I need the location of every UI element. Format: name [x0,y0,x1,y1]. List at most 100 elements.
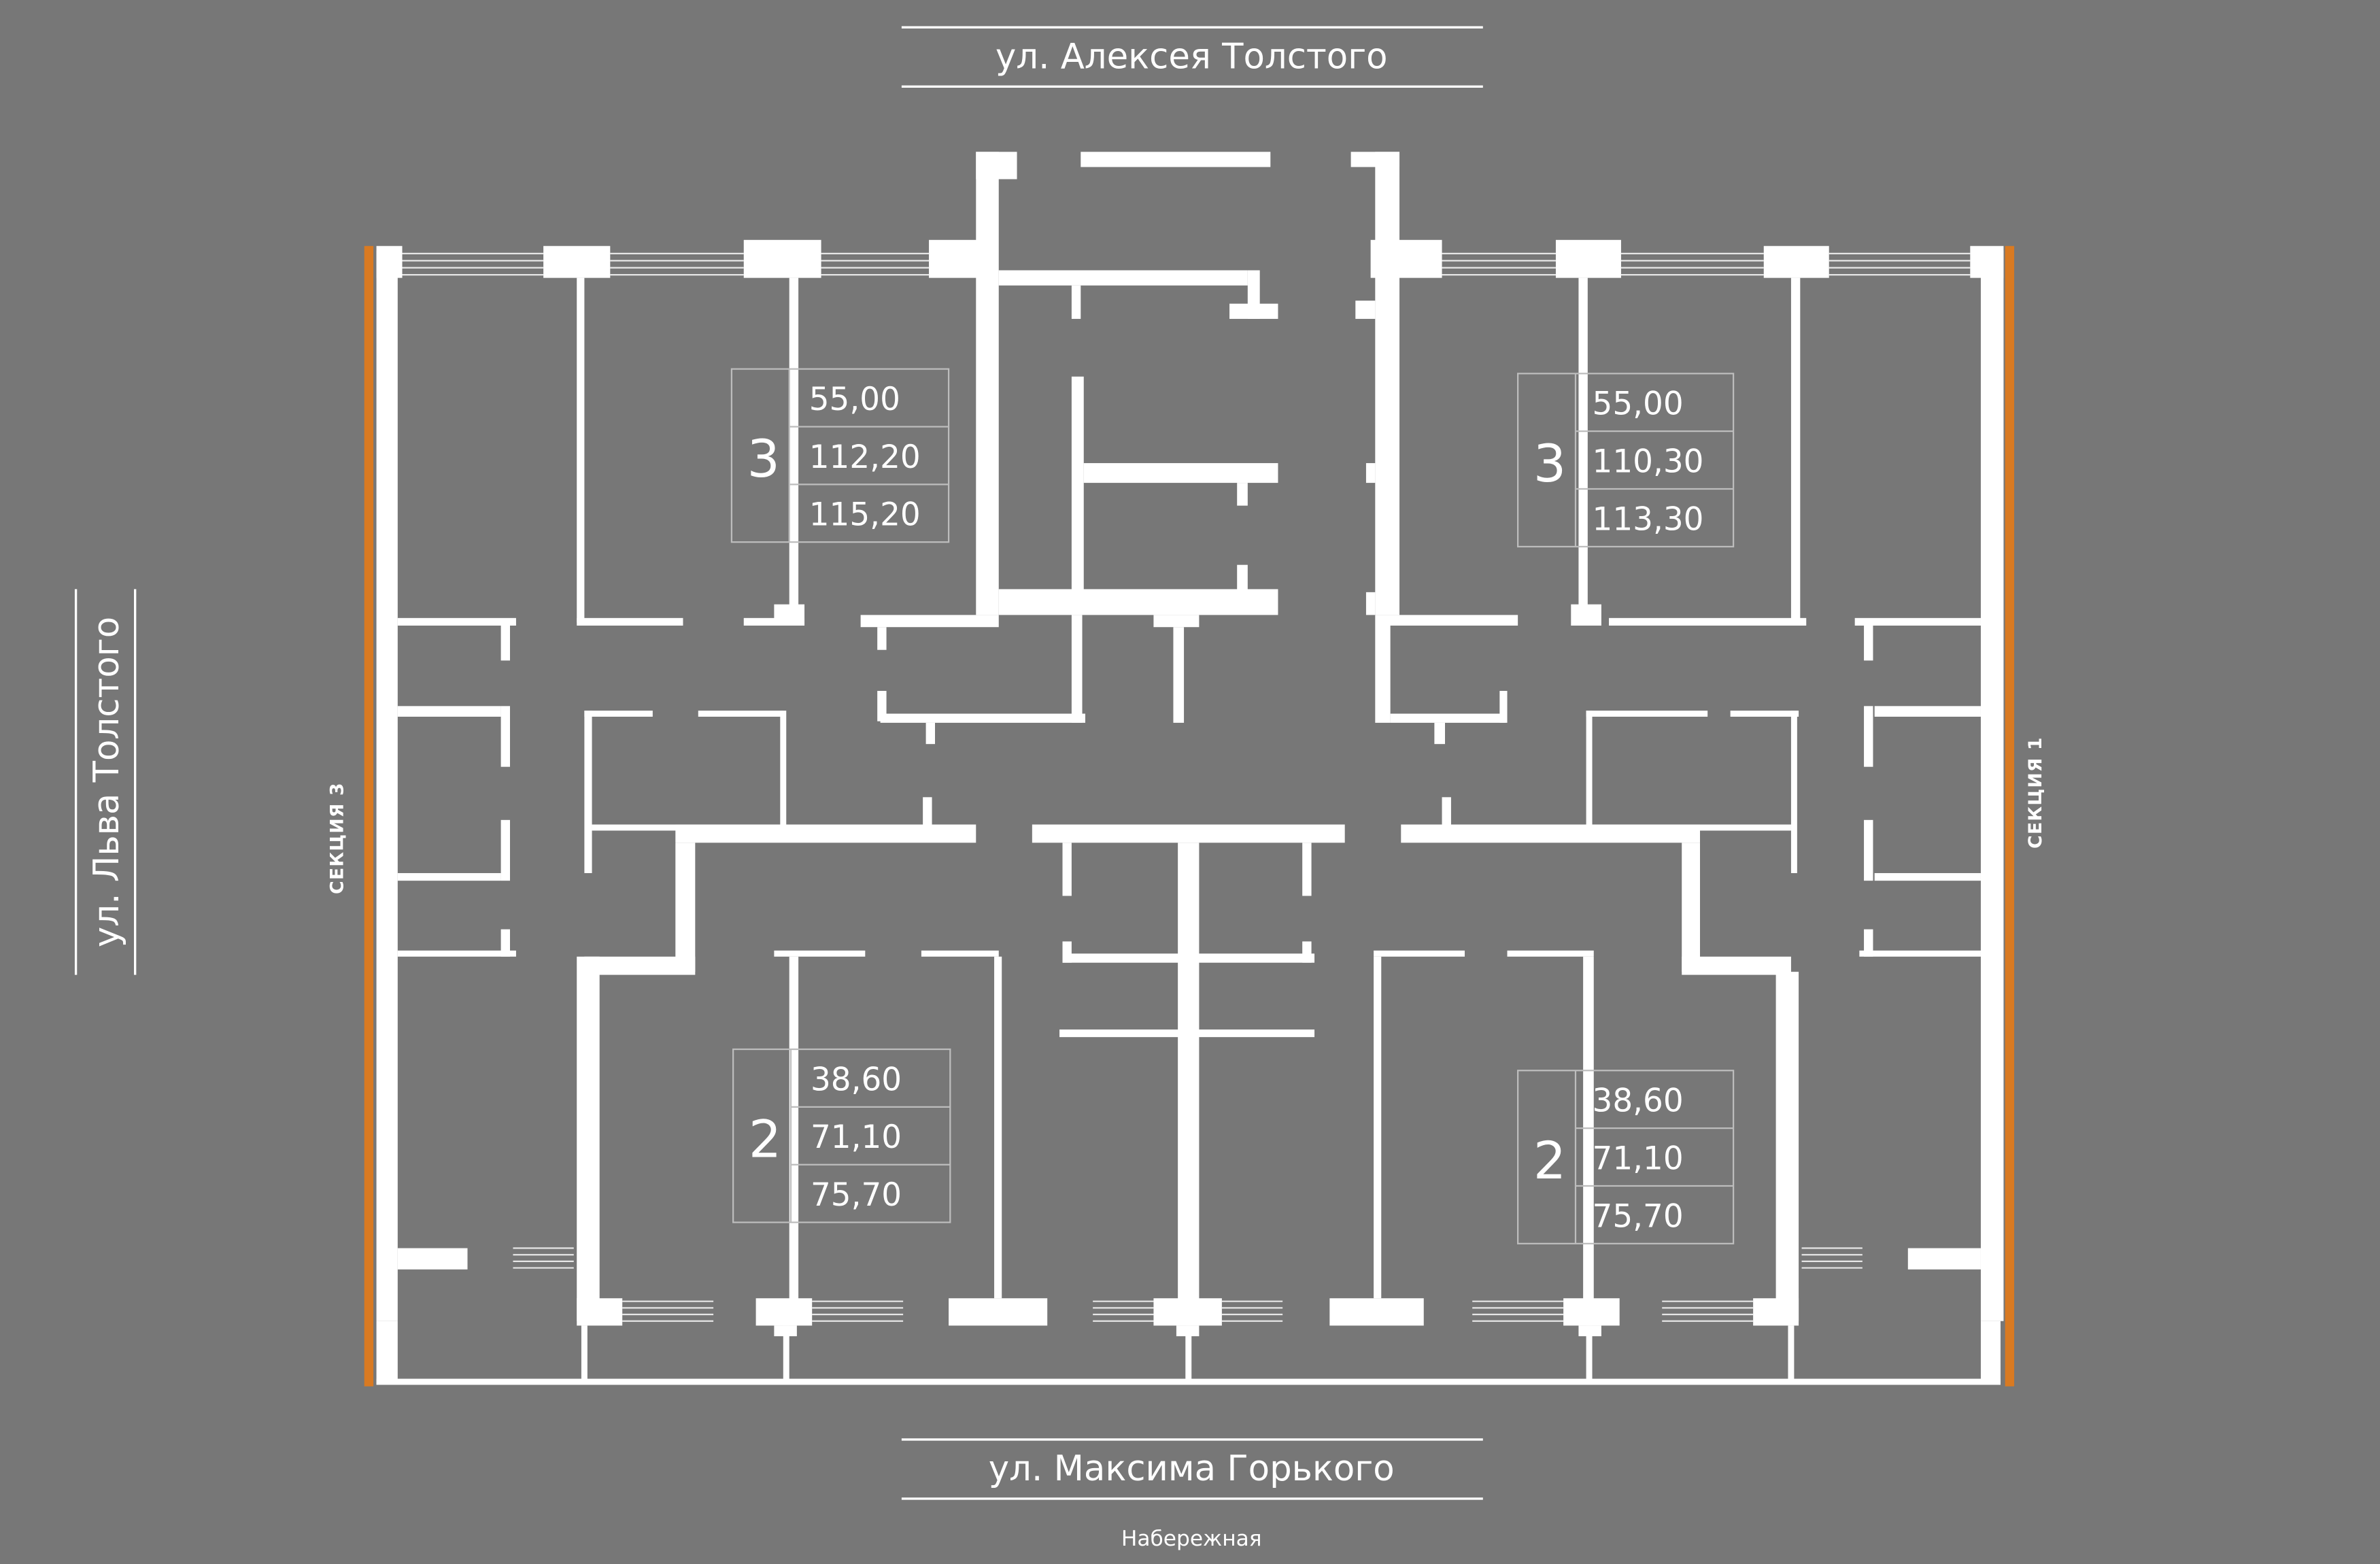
wall [397,1248,468,1270]
wall [1302,843,1312,896]
window [610,252,744,276]
wall [783,1325,789,1382]
wall [1185,1325,1192,1382]
wall [675,824,976,843]
wall [1730,711,1799,717]
wall [1365,592,1376,615]
wall [1864,626,1873,661]
wall [998,589,1278,615]
wall [998,270,1248,286]
window [513,1247,574,1269]
total-area: 71,10 [811,1119,902,1156]
wall [1586,1325,1593,1382]
wall [500,706,510,767]
wall [1329,1298,1424,1326]
wall [376,250,398,1321]
apartment-info-2[interactable]: 3 55,00 110,30 113,30 [1517,373,1735,547]
wall [1763,245,1829,278]
wall [1586,711,1593,828]
section-1-label: СЕКЦИЯ 1 [2025,736,2046,849]
embankment-label: Набережная [1121,1527,1262,1551]
wall [994,956,1002,1299]
wall [1859,950,1981,957]
wall [1980,1321,2001,1385]
window [1620,252,1764,276]
window [821,252,930,276]
wall [1032,824,1345,843]
wall [1071,285,1081,319]
wall [1970,245,2004,278]
window [1801,1247,1863,1269]
total-area-with-balcony: 75,70 [811,1176,902,1214]
windows [397,252,1971,1322]
wall [1401,824,1700,843]
wall [1753,1298,1799,1326]
total-area-with-balcony: 115,20 [809,496,921,534]
wall [1153,1298,1222,1326]
wall [1583,956,1594,1306]
living-area: 38,60 [811,1061,902,1098]
wall [774,950,866,957]
wall [1609,617,1807,626]
wall [1864,819,1873,881]
wall [1390,713,1506,723]
wall [1555,239,1621,278]
window [622,1300,714,1322]
wall [976,152,1017,180]
section-1-marker [2005,245,2015,1387]
wall [581,1325,588,1382]
wall [1229,303,1278,319]
wall [780,711,787,828]
street-name-top: ул. Алексея Толстого [996,36,1388,77]
wall [923,797,932,828]
wall [577,956,600,1321]
wall [1071,615,1083,723]
room-count: 3 [1533,434,1566,494]
wall [1434,722,1445,745]
wall [500,626,510,661]
window [397,252,544,276]
wall [1374,956,1382,1299]
apartment-info-1[interactable]: 3 55,00 112,20 115,20 [730,368,950,543]
wall [1907,1248,1981,1270]
apartment-info-3[interactable]: 2 38,60 71,10 75,70 [732,1048,951,1223]
living-area: 55,00 [809,381,900,418]
wall [1153,615,1200,628]
wall [376,245,403,278]
wall [925,722,935,745]
wall [743,617,805,626]
room-count: 2 [749,1110,781,1170]
walls [376,152,2004,1385]
wall [789,277,799,623]
apartment-info-4[interactable]: 2 38,60 71,10 75,70 [1517,1070,1735,1244]
wall [1083,463,1278,483]
wall [1790,711,1797,873]
wall [397,950,516,957]
wall [1682,956,1791,975]
wall [1071,376,1084,592]
wall [1499,691,1508,723]
wall [755,1298,813,1326]
wall [1864,929,1873,957]
wall [698,711,783,717]
window [1221,1300,1283,1322]
street-label-bottom: ул. Максима Горького Набережная [901,1438,1483,1551]
wall [1874,872,1981,881]
wall [397,872,501,881]
wall [921,950,999,957]
wall [1375,626,1391,723]
wall [1375,615,1518,626]
wall [880,713,1085,723]
total-area: 71,10 [1593,1140,1684,1177]
wall [1062,953,1315,963]
wall [1374,950,1465,957]
room-count: 3 [747,429,780,489]
window [812,1300,904,1322]
street-name-bottom: ул. Максима Горького [989,1448,1395,1489]
total-area: 112,20 [809,439,921,476]
wall [1237,483,1248,506]
total-area-with-balcony: 75,70 [1593,1197,1684,1235]
wall [1507,950,1594,957]
wall [1062,843,1072,896]
